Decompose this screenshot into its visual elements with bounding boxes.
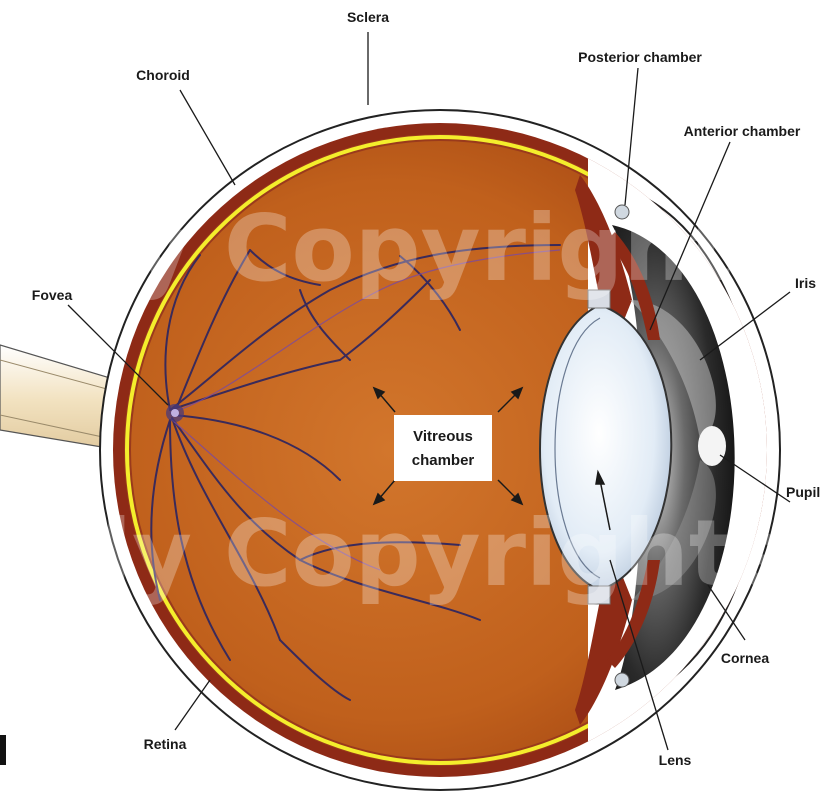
- label-anterior-chamber: Anterior chamber: [684, 123, 801, 139]
- label-cornea: Cornea: [721, 650, 769, 666]
- label-pupil: Pupil: [786, 484, 820, 500]
- label-retina: Retina: [144, 736, 187, 752]
- pupil-opening: [698, 426, 726, 466]
- label-fovea: Fovea: [32, 287, 73, 303]
- label-vitreous-line2: chamber: [412, 452, 475, 469]
- label-iris: Iris: [795, 275, 816, 291]
- label-vitreous-line1: Vitreous: [413, 428, 473, 445]
- label-posterior-chamber: Posterior chamber: [578, 49, 702, 65]
- vitreous-label-box: [394, 415, 492, 481]
- label-choroid: Choroid: [136, 67, 190, 83]
- label-lens: Lens: [659, 752, 692, 768]
- edge-mark: [0, 735, 6, 765]
- watermark-line-1: nly Copyrighted: [35, 195, 831, 302]
- label-sclera: Sclera: [347, 9, 389, 25]
